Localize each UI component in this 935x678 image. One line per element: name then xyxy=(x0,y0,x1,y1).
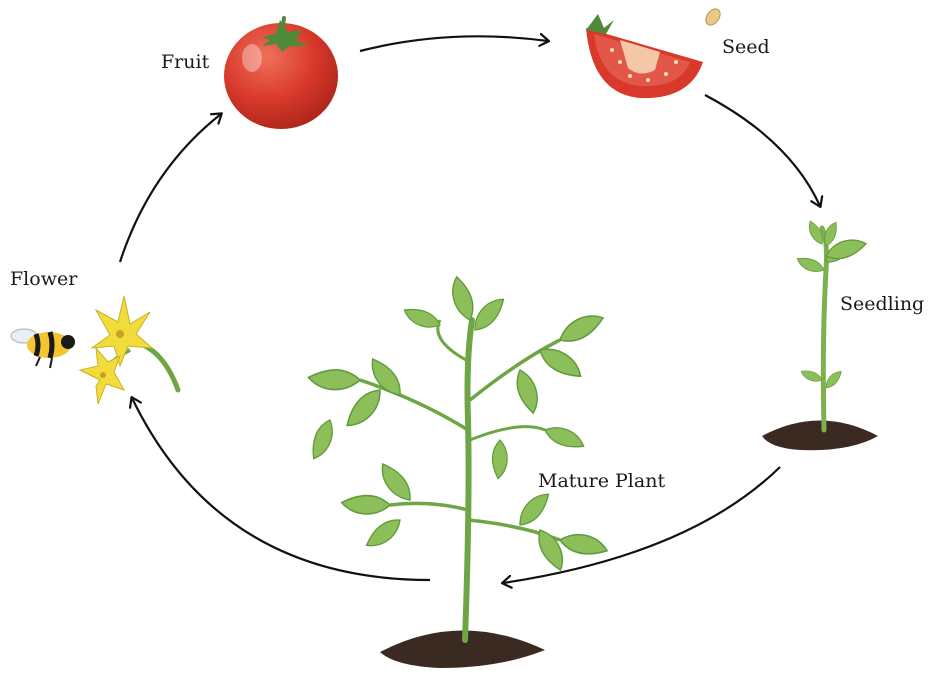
flower-icon xyxy=(80,296,178,404)
label-flower: Flower xyxy=(10,268,77,290)
arrow-flower-to-fruit xyxy=(120,114,221,262)
label-mature-plant: Mature Plant xyxy=(538,470,665,492)
arrow-fruit-to-seed xyxy=(360,36,548,51)
seed-icon xyxy=(703,6,723,28)
arrow-seed-to-seedling xyxy=(705,95,820,206)
tomato-slice-icon xyxy=(586,14,703,98)
label-fruit: Fruit xyxy=(161,51,209,73)
label-seed: Seed xyxy=(722,36,770,58)
seedling-icon xyxy=(762,219,878,450)
label-seedling: Seedling xyxy=(840,293,924,315)
tomato-fruit-icon xyxy=(224,18,338,129)
arrow-mature-plant-to-flower xyxy=(132,398,430,580)
bee-icon xyxy=(11,329,75,368)
